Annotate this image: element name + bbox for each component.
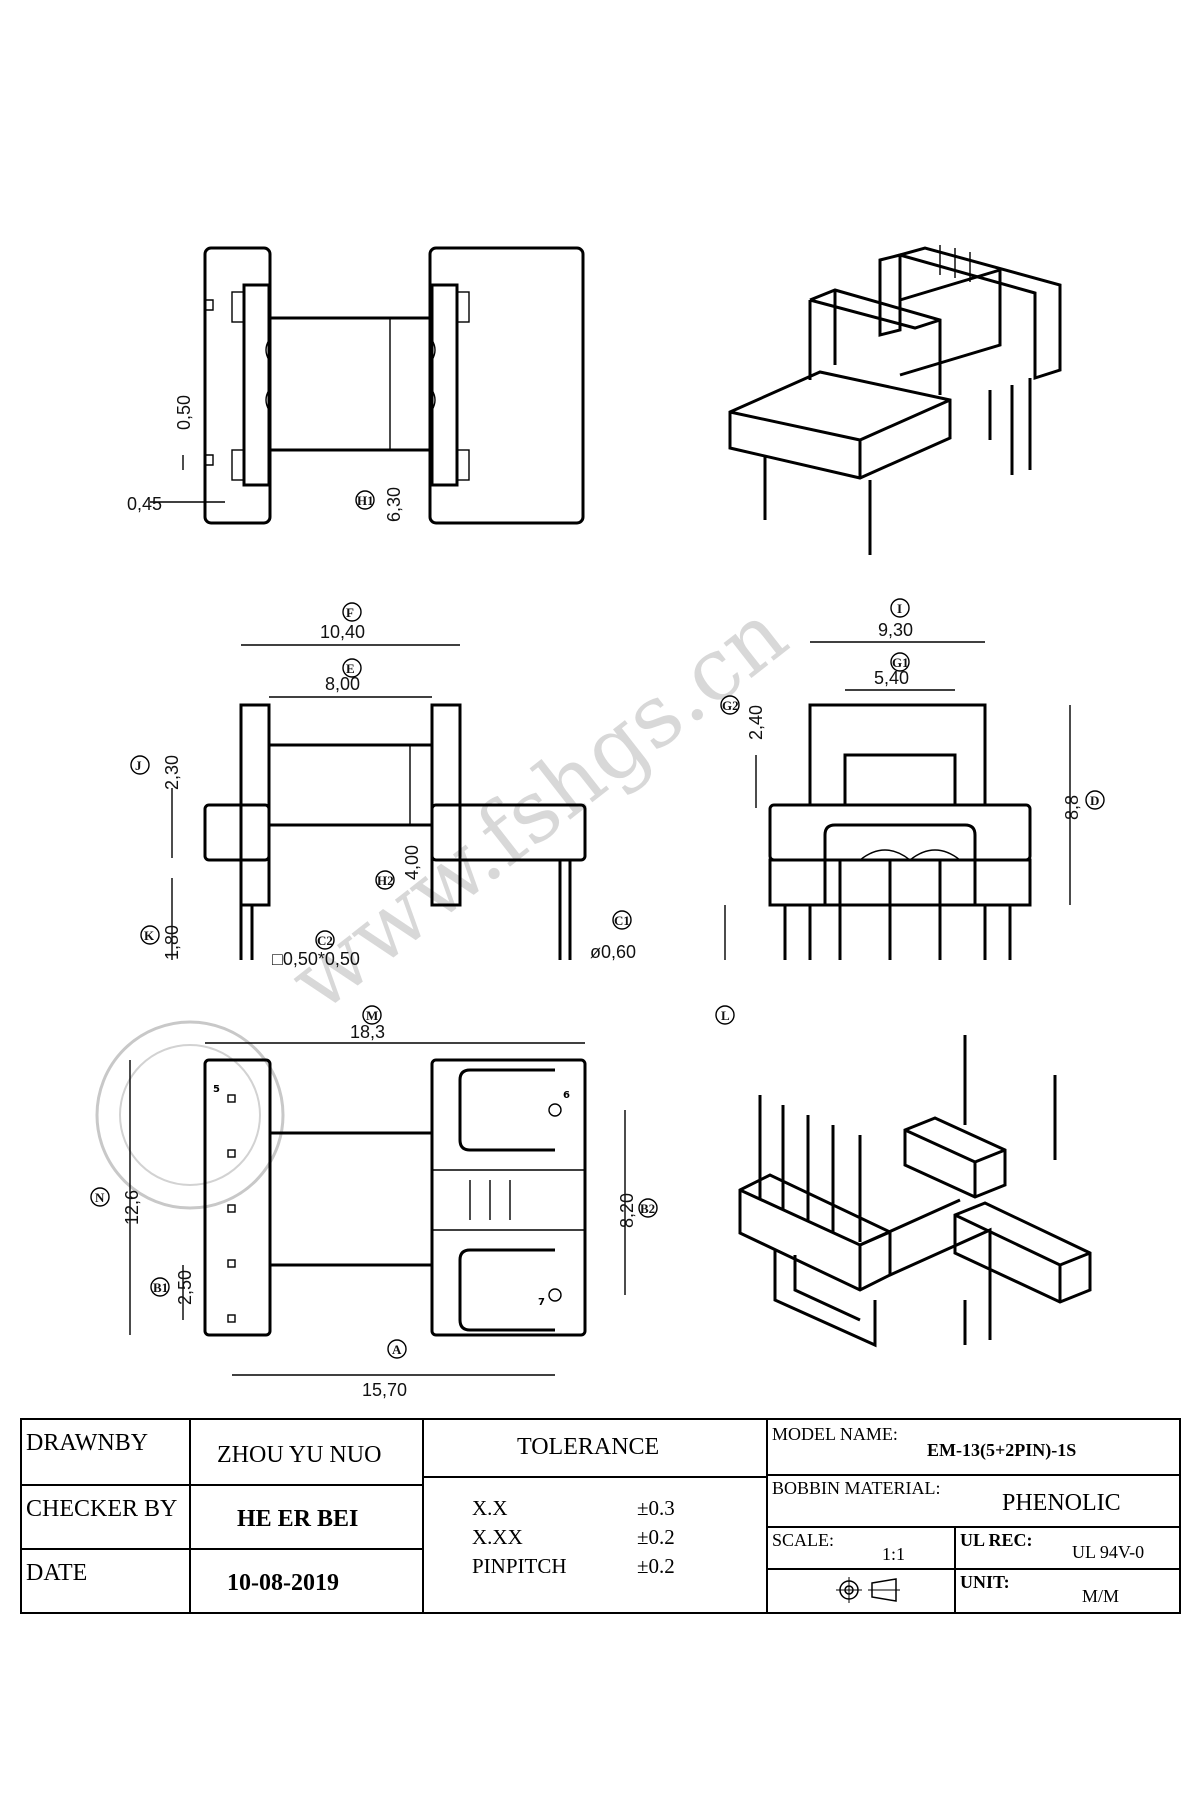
label-m: M: [366, 1008, 378, 1023]
checker-label: CHECKER BY: [26, 1496, 178, 1522]
label-j: J: [135, 758, 142, 773]
label-c1: C1: [614, 913, 630, 928]
watermark: www.fshgs.cn: [95, 584, 805, 1210]
dim-n: 12,6: [122, 1190, 142, 1225]
projection-symbol-icon: [836, 1577, 900, 1603]
label-i: I: [897, 601, 902, 616]
label-k: K: [144, 928, 155, 943]
title-block: DRAWNBY ZHOU YU NUO CHECKER BY HE ER BEI…: [20, 1418, 1181, 1614]
front-view: 10,40 8,00 2,30 4,00 1,80 □0,50*0,50 ø0,…: [130, 602, 636, 969]
dim-e: 8,00: [325, 674, 360, 694]
dim-b1: 2,50: [175, 1270, 195, 1305]
dim-g1: 5,40: [874, 668, 909, 688]
unit-label: UNIT:: [960, 1572, 1010, 1592]
label-d: D: [1090, 793, 1099, 808]
iso-view-top: [728, 245, 1062, 555]
label-g2: G2: [722, 698, 739, 713]
tolerance-name-1: X.XX: [472, 1525, 523, 1549]
dim-045: 0,45: [127, 494, 162, 514]
ul-label: UL REC:: [960, 1530, 1033, 1550]
top-view: 6,30 0,50 0,45 H1: [127, 246, 585, 525]
dim-c1: ø0,60: [590, 942, 636, 962]
material-label: BOBBIN MATERIAL:: [772, 1478, 941, 1498]
pin-5: 5: [213, 1084, 220, 1095]
iso-view-bottom: [738, 1035, 1092, 1348]
dim-050: 0,50: [174, 395, 194, 430]
dim-j: 2,30: [162, 755, 182, 790]
dim-g2: 2,40: [746, 705, 766, 740]
drawn-by-label: DRAWNBY: [26, 1430, 149, 1456]
bottom-view: 5 6 7 18,3 12,6 2,50 8,20 15,70 M N B1 B…: [90, 1005, 658, 1400]
checker-value: HE ER BEI: [237, 1506, 359, 1532]
label-n: N: [95, 1190, 105, 1205]
dim-i: 9,30: [878, 620, 913, 640]
dim-d: 8,8: [1062, 795, 1082, 820]
ul-value: UL 94V-0: [1072, 1542, 1145, 1562]
date-value: 10-08-2019: [227, 1570, 339, 1596]
material-value: PHENOLIC: [1002, 1490, 1121, 1516]
label-l: L: [721, 1008, 730, 1023]
dim-f: 10,40: [320, 622, 365, 642]
model-label: MODEL NAME:: [772, 1424, 898, 1444]
date-label: DATE: [26, 1560, 88, 1586]
scale-value: 1:1: [882, 1544, 906, 1564]
label-a: A: [392, 1342, 402, 1357]
dim-m: 18,3: [350, 1022, 385, 1042]
tolerance-label: TOLERANCE: [517, 1434, 660, 1460]
drawn-by-value: ZHOU YU NUO: [217, 1442, 382, 1468]
dim-a: 15,70: [362, 1380, 407, 1400]
scale-label: SCALE:: [772, 1530, 835, 1550]
label-c2: C2: [317, 933, 333, 948]
side-view: 9,30 5,40 2,40 8,8 I G1 G2 D L: [715, 598, 1105, 1025]
dim-h1-value: 6,30: [384, 487, 404, 522]
tolerance-value-2: ±0.2: [637, 1554, 675, 1578]
label-g1: G1: [892, 655, 909, 670]
tolerance-name-0: X.X: [472, 1496, 508, 1520]
model-value: EM-13(5+2PIN)-1S: [927, 1440, 1077, 1460]
label-f: F: [346, 605, 354, 620]
label-h1: H1: [357, 493, 374, 508]
dim-c2: □0,50*0,50: [272, 949, 360, 969]
label-b2: B2: [640, 1201, 655, 1216]
pin-7: 7: [538, 1297, 545, 1308]
unit-value: M/M: [1082, 1586, 1120, 1606]
dim-k: 1,80: [162, 925, 182, 960]
pin-6: 6: [563, 1090, 570, 1101]
label-e: E: [346, 661, 355, 676]
label-b1: B1: [153, 1280, 168, 1295]
tolerance-name-2: PINPITCH: [472, 1554, 567, 1578]
dim-b2: 8,20: [617, 1193, 637, 1228]
label-h2: H2: [377, 873, 394, 888]
tolerance-value-0: ±0.3: [637, 1496, 675, 1520]
tolerance-value-1: ±0.2: [637, 1525, 675, 1549]
dim-h2: 4,00: [402, 845, 422, 880]
